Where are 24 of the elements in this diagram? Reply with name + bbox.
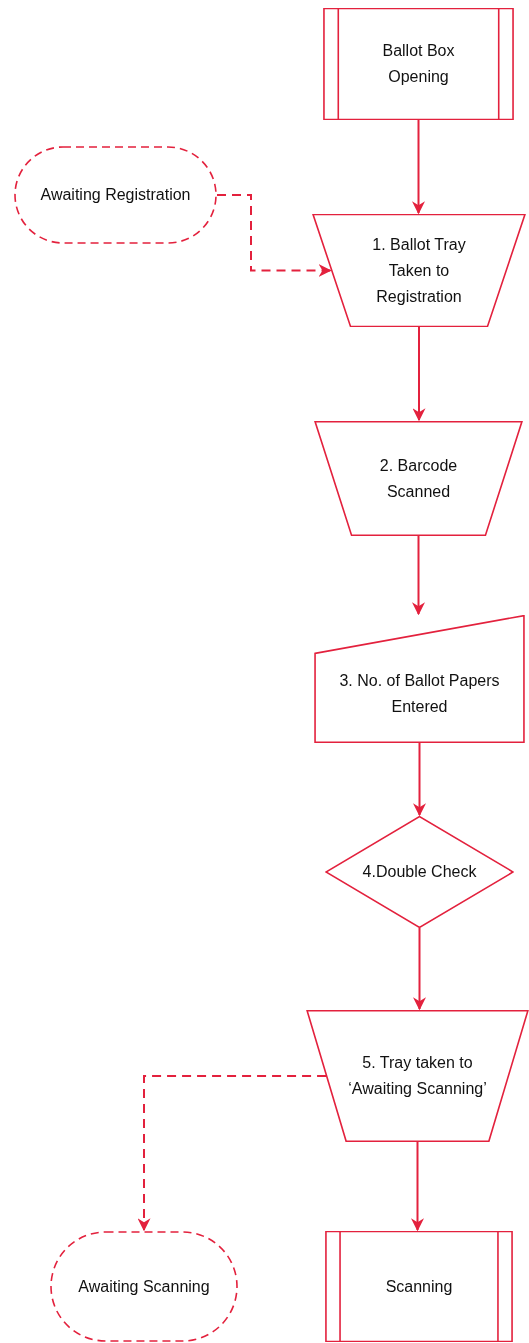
arrow: [413, 742, 426, 817]
node-label: 2. Barcode Scanned: [378, 455, 459, 502]
arrow: [216, 194, 332, 277]
node-label: Scanning: [385, 1276, 453, 1297]
node-label: 1. Ballot Tray Taken to Registration: [371, 234, 467, 307]
arrow: [411, 1141, 424, 1232]
arrow: [412, 326, 426, 422]
arrow: [412, 535, 425, 616]
arrow: [413, 927, 426, 1011]
decision-diamond: [325, 816, 514, 928]
manual-operation-shape: [314, 421, 523, 536]
node-label: 4.Double Check: [362, 862, 477, 882]
node-label: 3. No. of Ballot Papers Entered: [338, 671, 501, 717]
arrow: [412, 119, 425, 215]
node-label: Awaiting Scanning: [78, 1276, 210, 1297]
node-label: 5. Tray taken to ‘Awaiting Scanning’: [347, 1053, 488, 1099]
process-box: [323, 8, 514, 120]
manual-operation-shape: [306, 1010, 529, 1142]
arrow: [137, 1075, 328, 1232]
node-label: Awaiting Registration: [40, 185, 191, 205]
process-box: [325, 1231, 513, 1342]
manual-operation-shape: [312, 214, 526, 327]
manual-input-shape: [314, 615, 525, 743]
node-label: Ballot Box Opening: [381, 41, 456, 87]
